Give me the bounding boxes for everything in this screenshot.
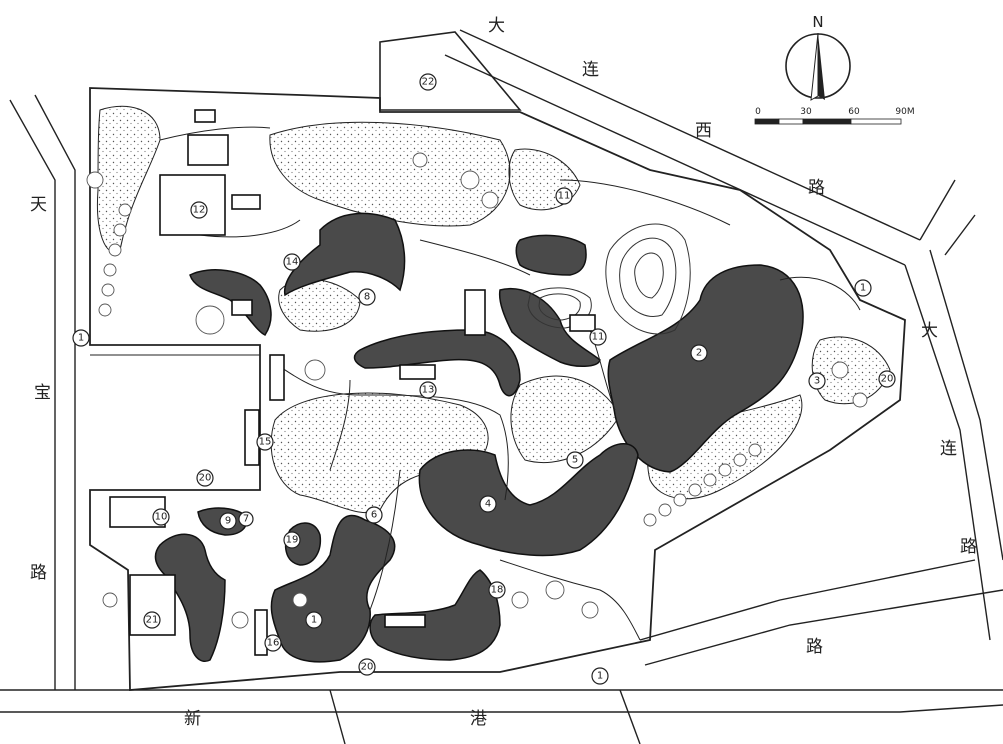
svg-text:3: 3 xyxy=(814,376,820,387)
scale-bar: 0 30 60 90M xyxy=(754,107,915,125)
svg-text:13: 13 xyxy=(422,385,435,396)
map-marker-1[interactable]: 1 xyxy=(305,611,323,629)
north-compass: N xyxy=(785,13,851,101)
road-network xyxy=(0,29,1003,744)
road-label: 路 xyxy=(806,637,823,657)
map-marker-20[interactable]: 20 xyxy=(358,658,376,676)
tree-rows xyxy=(86,152,868,629)
map-marker-1[interactable]: 1 xyxy=(72,329,90,347)
map-marker-16[interactable]: 16 xyxy=(264,634,282,652)
svg-text:1: 1 xyxy=(860,283,866,294)
svg-text:5: 5 xyxy=(572,455,578,466)
map-marker-6[interactable]: 6 xyxy=(365,506,383,524)
scale-bar-segment xyxy=(802,118,852,125)
map-marker-1[interactable]: 1 xyxy=(591,667,609,685)
scale-bar-segment xyxy=(850,118,902,125)
road-label: 天 xyxy=(30,195,47,215)
svg-text:19: 19 xyxy=(286,535,299,546)
wooded-areas xyxy=(96,105,891,514)
svg-text:12: 12 xyxy=(193,205,206,216)
map-marker-20[interactable]: 20 xyxy=(196,469,214,487)
svg-text:20: 20 xyxy=(361,662,374,673)
lakes xyxy=(154,212,804,663)
scale-bar-segment xyxy=(754,118,780,125)
svg-text:20: 20 xyxy=(881,374,894,385)
map-marker-21[interactable]: 21 xyxy=(143,611,161,629)
map-marker-5[interactable]: 5 xyxy=(566,451,584,469)
scale-tick-label: 90M xyxy=(895,107,914,117)
map-marker-1[interactable]: 1 xyxy=(854,279,872,297)
compass-needle xyxy=(810,32,819,101)
svg-text:20: 20 xyxy=(199,473,212,484)
road-label: 大 xyxy=(921,321,938,341)
svg-text:9: 9 xyxy=(225,516,231,527)
road-label: 宝 xyxy=(34,383,51,403)
svg-text:11: 11 xyxy=(558,191,571,202)
road-label: 西 xyxy=(695,121,712,141)
map-marker-9[interactable]: 9 xyxy=(219,512,237,530)
road-label: 路 xyxy=(808,178,825,198)
map-marker-13[interactable]: 13 xyxy=(419,381,437,399)
svg-text:6: 6 xyxy=(371,510,377,521)
plot-22 xyxy=(379,31,522,111)
svg-text:1: 1 xyxy=(311,615,317,626)
map-marker-14[interactable]: 14 xyxy=(283,253,301,271)
svg-text:1: 1 xyxy=(78,333,84,344)
map-marker-4[interactable]: 4 xyxy=(479,495,497,513)
map-marker-2[interactable]: 2 xyxy=(690,344,708,362)
map-marker-3[interactable]: 3 xyxy=(808,372,826,390)
road-labels: 大 连 西 路 大 连 路 天 宝 路 新 港 路 xyxy=(30,16,977,729)
map-marker-10[interactable]: 10 xyxy=(152,508,170,526)
svg-text:7: 7 xyxy=(243,514,249,525)
road-label: 新 xyxy=(184,709,201,729)
map-marker-11[interactable]: 11 xyxy=(589,328,607,346)
svg-text:15: 15 xyxy=(259,437,272,448)
svg-text:16: 16 xyxy=(267,638,280,649)
scale-tick-label: 30 xyxy=(800,107,812,117)
svg-text:18: 18 xyxy=(491,585,504,596)
svg-text:1: 1 xyxy=(597,671,603,682)
map-marker-22[interactable]: 22 xyxy=(419,73,437,91)
svg-text:8: 8 xyxy=(364,292,370,303)
compass-needle-shade xyxy=(818,33,825,100)
compass-label: N xyxy=(812,13,823,31)
road-label: 路 xyxy=(30,563,47,583)
map-marker-15[interactable]: 15 xyxy=(256,433,274,451)
svg-text:10: 10 xyxy=(155,512,168,523)
park-boundary xyxy=(89,87,906,691)
svg-text:14: 14 xyxy=(286,257,299,268)
road-label: 大 xyxy=(488,16,505,36)
scale-bar-segment xyxy=(778,118,804,125)
map-marker-7[interactable]: 7 xyxy=(238,511,254,527)
map-marker-19[interactable]: 19 xyxy=(283,531,301,549)
road-label: 路 xyxy=(960,537,977,557)
road-label: 连 xyxy=(940,439,957,459)
map-marker-8[interactable]: 8 xyxy=(358,288,376,306)
svg-text:21: 21 xyxy=(146,615,159,626)
map-marker-18[interactable]: 18 xyxy=(488,581,506,599)
svg-text:22: 22 xyxy=(422,77,435,88)
road-label: 港 xyxy=(470,709,487,729)
map-marker-11[interactable]: 11 xyxy=(555,187,573,205)
road-label: 连 xyxy=(582,60,599,80)
svg-text:2: 2 xyxy=(696,348,702,359)
map-marker-20[interactable]: 20 xyxy=(878,370,896,388)
map-markers: 1 1 1 1 2 3 4 5 6 7 8 9 10 11 11 12 13 1… xyxy=(72,73,896,685)
map-marker-12[interactable]: 12 xyxy=(190,201,208,219)
svg-text:11: 11 xyxy=(592,332,605,343)
svg-text:4: 4 xyxy=(485,499,491,510)
scale-tick-label: 0 xyxy=(755,107,761,117)
scale-tick-label: 60 xyxy=(848,107,860,117)
